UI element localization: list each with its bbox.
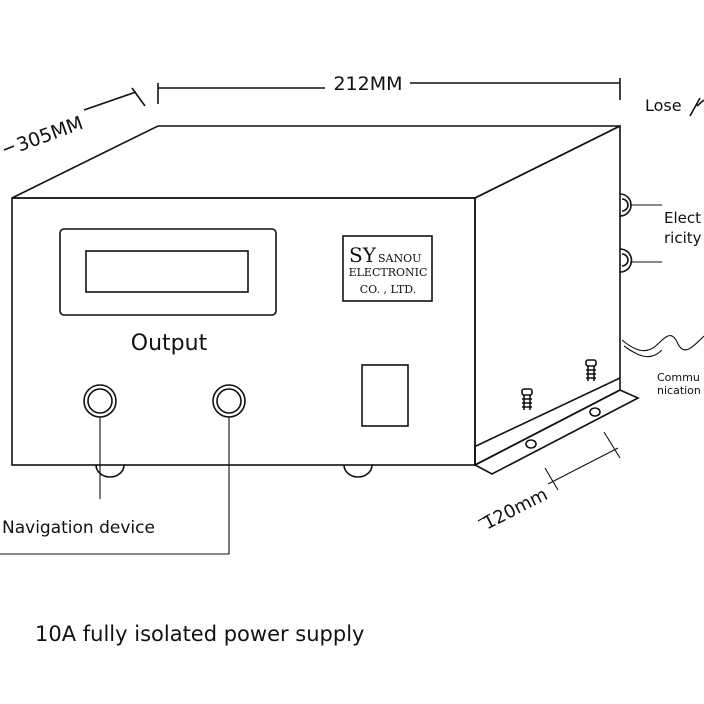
width-label: 212MM (333, 73, 402, 95)
lose-mark (689, 97, 704, 117)
nameplate-electronic: ELECTRONIC (349, 266, 428, 279)
communication-label-line2: nication (657, 384, 701, 397)
depth-label: 305MM (14, 112, 86, 156)
output-terminal-right (212, 384, 246, 418)
mounting-bracket (473, 377, 640, 475)
communication-cable (621, 335, 704, 352)
electricity-label-line1: Elect (664, 209, 701, 227)
nameplate-sy: SY (349, 243, 377, 267)
lose-label: Lose (645, 96, 682, 115)
output-label: Output (131, 331, 208, 356)
width-dimension: 212MM (157, 73, 621, 104)
bracket-label: 120mm (480, 484, 551, 534)
feet (95, 464, 373, 478)
bracket-dimension: 120mm (477, 431, 621, 534)
device-box (11, 124, 621, 467)
navigation-device-label: Navigation device (2, 518, 155, 538)
power-switch (361, 364, 409, 427)
communication-cable-2 (623, 345, 663, 358)
bracket-screws (521, 359, 597, 410)
nameplate-company: CO. , LTD. (360, 283, 416, 296)
nameplate-sanou: SANOU (378, 252, 421, 265)
depth-dimension: 305MM (3, 87, 146, 157)
communication-label-line1: Commu (657, 371, 700, 384)
navigation-leaders (0, 417, 230, 555)
nameplate: SY SANOU ELECTRONIC CO. , LTD. (342, 235, 433, 302)
caption: 10A fully isolated power supply (35, 622, 364, 646)
side-connectors (619, 193, 633, 273)
display-panel (59, 228, 277, 316)
output-terminal-left (83, 384, 117, 418)
electricity-label-line2: ricity (664, 229, 702, 247)
